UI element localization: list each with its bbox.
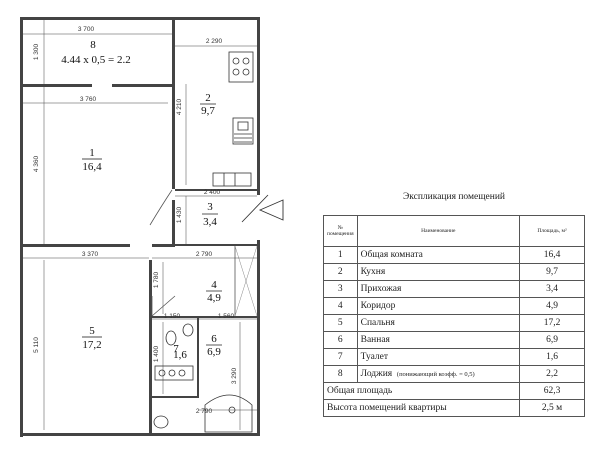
row-num: 3 [323,280,358,298]
dimension-lines [20,20,257,430]
row-area: 2,2 [519,365,585,383]
dim-hall-width: 2 400 [204,189,221,196]
header-num: № помещения [323,215,358,247]
row-num: 5 [323,314,358,332]
row-area: 1,6 [519,348,585,366]
row-num: 2 [323,263,358,281]
row-name: Общая комната [356,246,521,264]
dim-bath-offset: 1 150 [164,313,181,320]
dim-top-loggia: 3 700 [78,26,95,33]
row-name: Спальня [356,314,521,332]
row-name-cell: Лоджия (понижающий коэфф. = 0,5) [356,365,521,383]
row-num: 6 [323,331,358,349]
room2-area: 9,7 [201,105,215,117]
explication-title: Экспликация помещений [402,192,506,202]
room6-area: 6,9 [207,346,221,358]
header-area: Площадь, м² [519,215,585,247]
room5-num: 5 [89,325,95,337]
room4-num: 4 [211,279,217,291]
row-name: Прихожая [356,280,521,298]
room5-area: 17,2 [82,339,101,351]
room7-num: 7 [173,343,179,355]
room3-num: 3 [207,201,213,213]
bath-sink-icon [153,415,169,429]
dim-loggia-height: 1 300 [33,43,40,60]
row-num: 8 [323,365,358,383]
fixtures [153,51,254,433]
table-row: 2 Кухня 9,7 [323,263,585,281]
dim-room1-width: 3 760 [80,96,97,103]
table-row: 8 Лоджия (понижающий коэфф. = 0,5) 2,2 [323,365,585,383]
table-row: 6 Ванная 6,9 [323,331,585,349]
row-area: 3,4 [519,280,585,298]
room3-area: 3,4 [203,216,217,228]
row-area: 4,9 [519,297,585,315]
dim-corridor-height: 1 780 [153,271,160,288]
row-num: 7 [323,348,358,366]
explication-table: № помещения Наименование Площадь, м² 1 О… [323,215,585,417]
table-header-row: № помещения Наименование Площадь, м² [323,215,585,247]
dim-toilet-height: 1 400 [153,345,160,362]
table-row: 4 Коридор 4,9 [323,297,585,315]
dim-kitchen-height: 4 210 [176,98,183,115]
dim-bedroom-height: 5 110 [33,337,40,353]
row-num: 1 [323,246,358,264]
row-area: 16,4 [519,246,585,264]
explication-panel: Экспликация помещений № помещения Наимен… [323,192,585,417]
row-name: Лоджия [360,369,393,379]
row-num: 4 [323,297,358,315]
dim-hall-height: 1 430 [176,206,183,223]
stove-icon [228,51,254,83]
walls [20,17,284,437]
dim-bottom-width: 2 790 [196,408,213,415]
header-name: Наименование [356,215,521,247]
total-row: Общая площадь 62,3 [323,382,585,400]
counter-icon [212,172,252,187]
room8-num: 8 [90,39,96,51]
basin-icon [182,323,194,337]
washing-machine-icon [154,365,194,381]
room7-area: 1,6 [173,349,187,361]
row-note: (понижающий коэфф. = 0,5) [396,371,475,378]
bathtub-icon [204,394,253,433]
sink-icon [232,117,254,145]
dim-room1-height: 4 360 [33,155,40,172]
height-row: Высота помещений квартиры 2,5 м [323,399,585,417]
room-labels: 8 4.44 x 0,5 = 2.2 2 9,7 1 16,4 3 3,4 4 … [61,39,222,361]
room1-area: 16,4 [82,161,102,173]
room8-formula: 4.44 x 0,5 = 2.2 [61,54,130,66]
row-area: 6,9 [519,331,585,349]
floor-plan: 3 700 1 300 2 290 3 760 4 210 4 360 2 40… [20,17,284,437]
row-name: Коридор [356,297,521,315]
room1-num: 1 [89,147,95,159]
row-name: Туалет [356,348,521,366]
room4-area: 4,9 [207,292,221,304]
table-row: 5 Спальня 17,2 [323,314,585,332]
dim-corridor-width: 2 790 [196,251,213,258]
row-name: Кухня [356,263,521,281]
height-label: Высота помещений квартиры [323,399,520,417]
row-area: 9,7 [519,263,585,281]
total-label: Общая площадь [323,382,520,400]
total-value: 62,3 [519,382,585,400]
room6-num: 6 [211,333,217,345]
table-row: 7 Туалет 1,6 [323,348,585,366]
table-row: 3 Прихожая 3,4 [323,280,585,298]
dimension-labels: 3 700 1 300 2 290 3 760 4 210 4 360 2 40… [33,26,238,415]
dim-bath-width: 1 560 [218,313,235,320]
dim-kitchen-width: 2 290 [206,38,223,45]
toilet-icon [165,330,177,346]
room2-num: 2 [205,92,211,104]
row-area: 17,2 [519,314,585,332]
height-value: 2,5 м [519,399,585,417]
dim-bedroom-width: 3 370 [82,251,99,258]
table-row: 1 Общая комната 16,4 [323,246,585,264]
row-name: Ванная [356,331,521,349]
dim-bath-height: 3 290 [231,367,238,384]
